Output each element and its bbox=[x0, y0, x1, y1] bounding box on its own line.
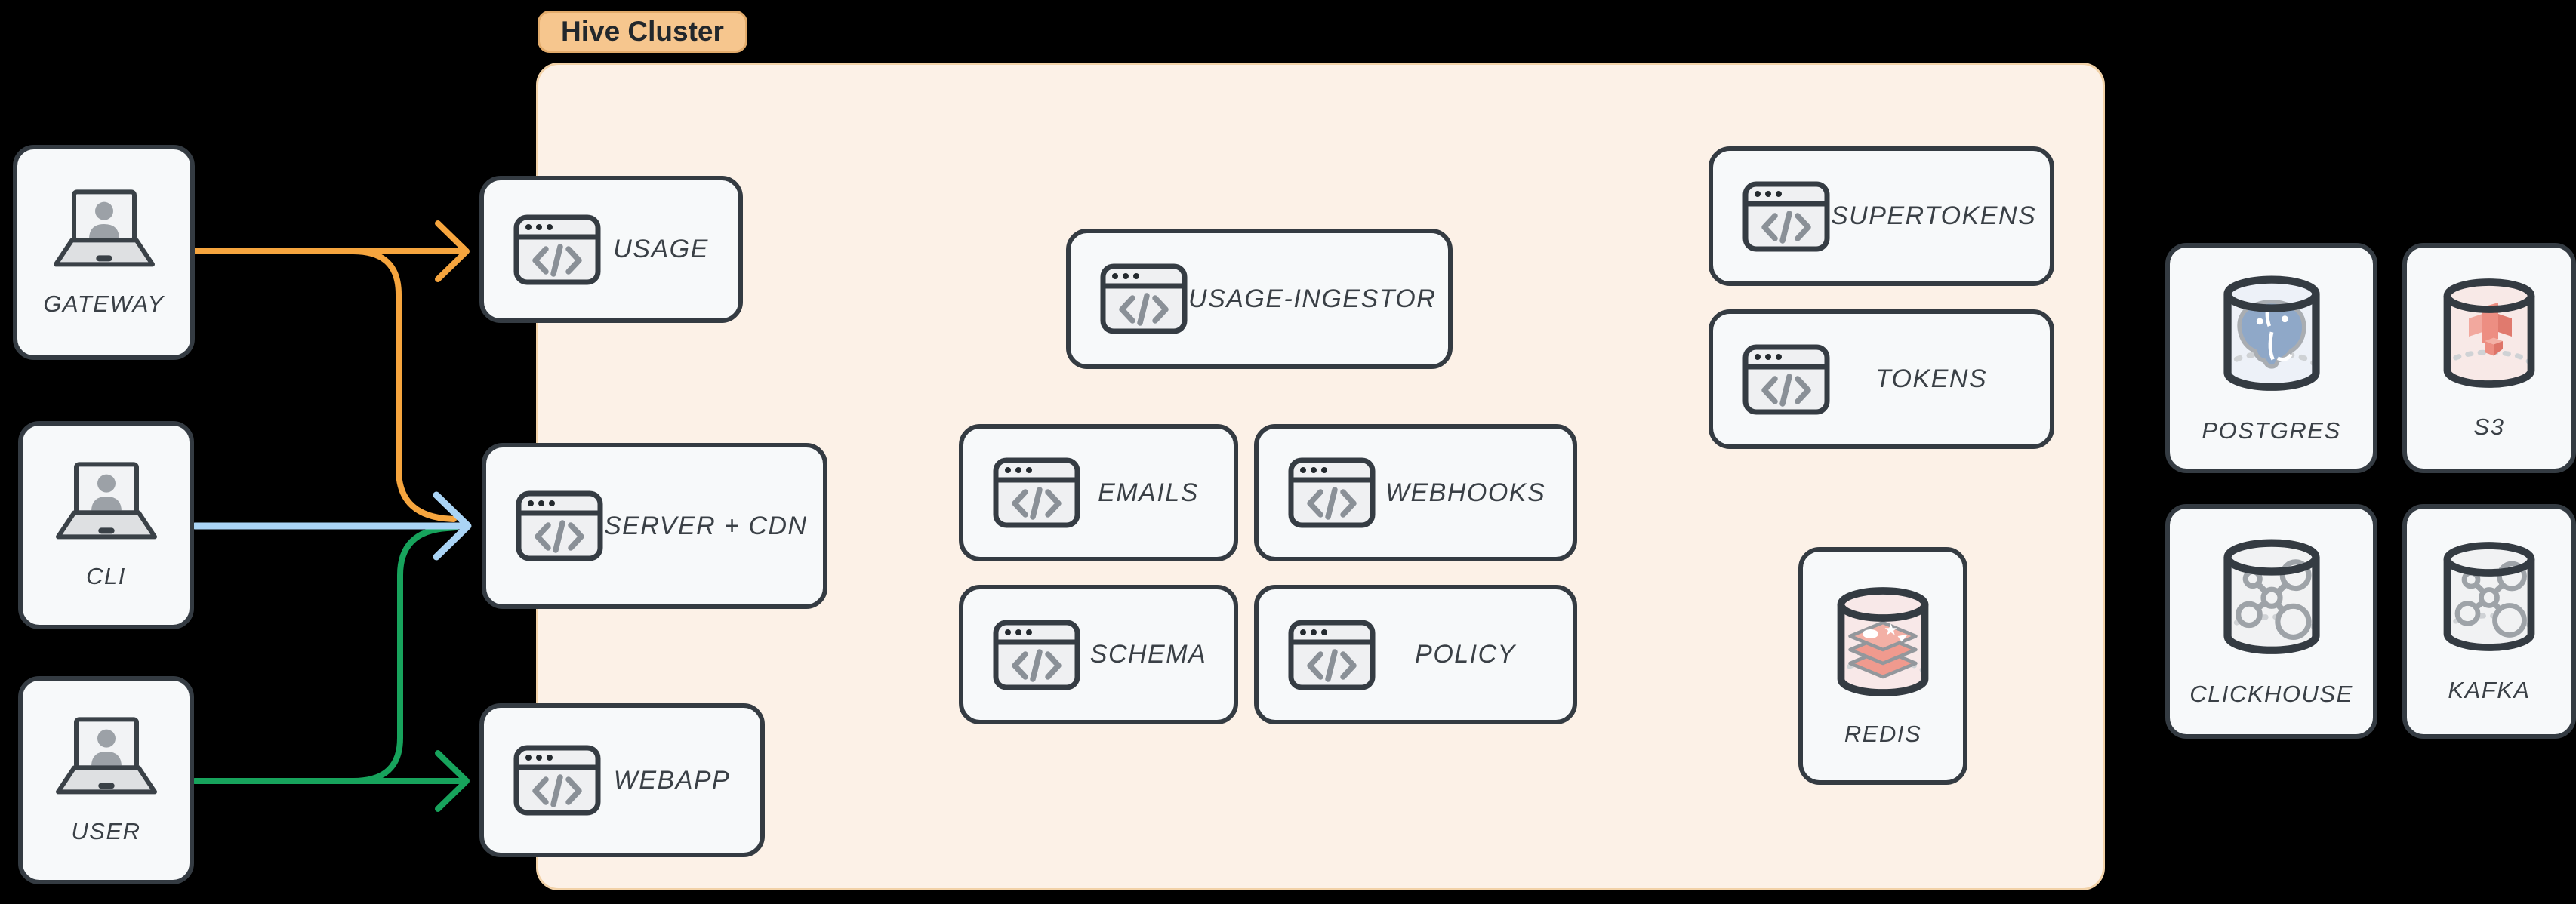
datastore-kafka: KAFKA bbox=[2402, 504, 2576, 739]
service-tokens-label: TOKENS bbox=[1875, 364, 1988, 393]
kafka-database-icon bbox=[2433, 539, 2546, 663]
datastore-redis: REDIS bbox=[1798, 547, 1967, 785]
code-window-icon bbox=[513, 214, 602, 286]
datastore-s3-label: S3 bbox=[2473, 414, 2505, 440]
code-window-icon bbox=[992, 619, 1081, 691]
service-schema: SCHEMA bbox=[959, 585, 1238, 724]
edge-gateway-servercdn bbox=[350, 248, 457, 522]
service-emails: EMAILS bbox=[959, 424, 1238, 561]
datastore-clickhouse-label: CLICKHOUSE bbox=[2189, 680, 2353, 707]
laptop-user-icon bbox=[46, 715, 167, 800]
edge-cli-servercdn-arrowhead bbox=[433, 491, 472, 561]
service-supertokens-label: SUPERTOKENS bbox=[1831, 201, 2037, 230]
code-window-icon bbox=[1099, 263, 1188, 335]
service-webhooks: WEBHOOKS bbox=[1254, 424, 1577, 561]
code-window-icon bbox=[992, 457, 1081, 529]
source-user: USER bbox=[18, 676, 194, 884]
source-gateway: GATEWAY bbox=[13, 145, 195, 360]
datastore-kafka-label: KAFKA bbox=[2448, 677, 2531, 703]
service-webhooks-label: WEBHOOKS bbox=[1385, 478, 1546, 507]
service-usage: USAGE bbox=[479, 176, 743, 323]
code-window-icon bbox=[1742, 343, 1831, 416]
code-window-icon bbox=[1742, 180, 1831, 253]
hive-cluster-badge: Hive Cluster bbox=[538, 11, 747, 53]
source-user-label: USER bbox=[71, 818, 141, 844]
service-usage-ingestor: USAGE-INGESTOR bbox=[1066, 229, 1453, 369]
service-webapp-label: WEBAPP bbox=[613, 765, 731, 795]
service-webapp: WEBAPP bbox=[479, 703, 765, 857]
source-gateway-label: GATEWAY bbox=[43, 290, 165, 317]
redis-database-icon bbox=[1826, 584, 1940, 709]
laptop-user-icon bbox=[46, 460, 167, 545]
clickhouse-database-icon bbox=[2212, 536, 2331, 667]
service-server-cdn-label: SERVER + CDN bbox=[604, 511, 808, 540]
service-usage-label: USAGE bbox=[613, 235, 709, 263]
source-cli-label: CLI bbox=[86, 563, 126, 589]
edge-gateway-usage-arrowhead bbox=[435, 220, 470, 282]
source-cli: CLI bbox=[18, 421, 194, 629]
edge-user-servercdn bbox=[350, 524, 459, 784]
service-tokens: TOKENS bbox=[1709, 309, 2054, 449]
code-window-icon bbox=[1287, 619, 1376, 691]
postgres-database-icon bbox=[2212, 272, 2331, 404]
service-schema-label: SCHEMA bbox=[1089, 640, 1207, 669]
datastore-redis-label: REDIS bbox=[1844, 721, 1922, 747]
code-window-icon bbox=[1287, 457, 1376, 529]
code-window-icon bbox=[515, 490, 604, 562]
laptop-user-icon bbox=[44, 188, 165, 272]
datastore-s3: S3 bbox=[2402, 243, 2576, 473]
service-policy-label: POLICY bbox=[1415, 640, 1516, 669]
service-emails-label: EMAILS bbox=[1098, 478, 1199, 507]
s3-database-icon bbox=[2433, 275, 2546, 400]
edge-user-webapp-arrowhead bbox=[435, 750, 470, 812]
service-server-cdn: SERVER + CDN bbox=[482, 443, 827, 609]
service-supertokens: SUPERTOKENS bbox=[1709, 146, 2054, 286]
service-usage-ingestor-label: USAGE-INGESTOR bbox=[1188, 284, 1437, 313]
code-window-icon bbox=[513, 744, 602, 816]
datastore-postgres: POSTGRES bbox=[2165, 243, 2377, 473]
datastore-postgres-label: POSTGRES bbox=[2202, 417, 2341, 444]
service-policy: POLICY bbox=[1254, 585, 1577, 724]
datastore-clickhouse: CLICKHOUSE bbox=[2165, 504, 2377, 739]
